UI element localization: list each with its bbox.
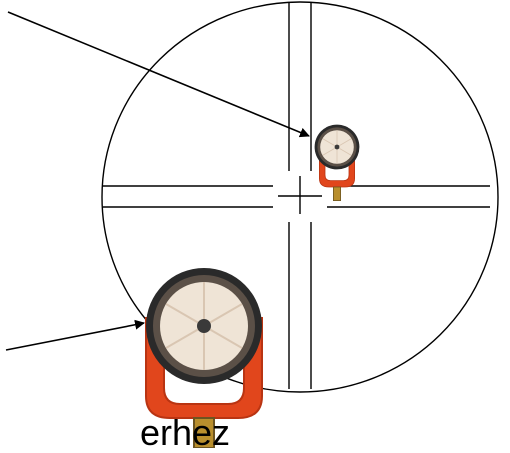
arrow-to-large-prism bbox=[6, 323, 144, 350]
prism-large-center bbox=[197, 319, 211, 333]
prism-small-center bbox=[335, 145, 340, 150]
prism-small-stud bbox=[333, 187, 340, 201]
caption-text: erhez bbox=[140, 412, 230, 448]
arrow-to-small-prism bbox=[8, 12, 309, 136]
prism-small bbox=[315, 125, 360, 201]
